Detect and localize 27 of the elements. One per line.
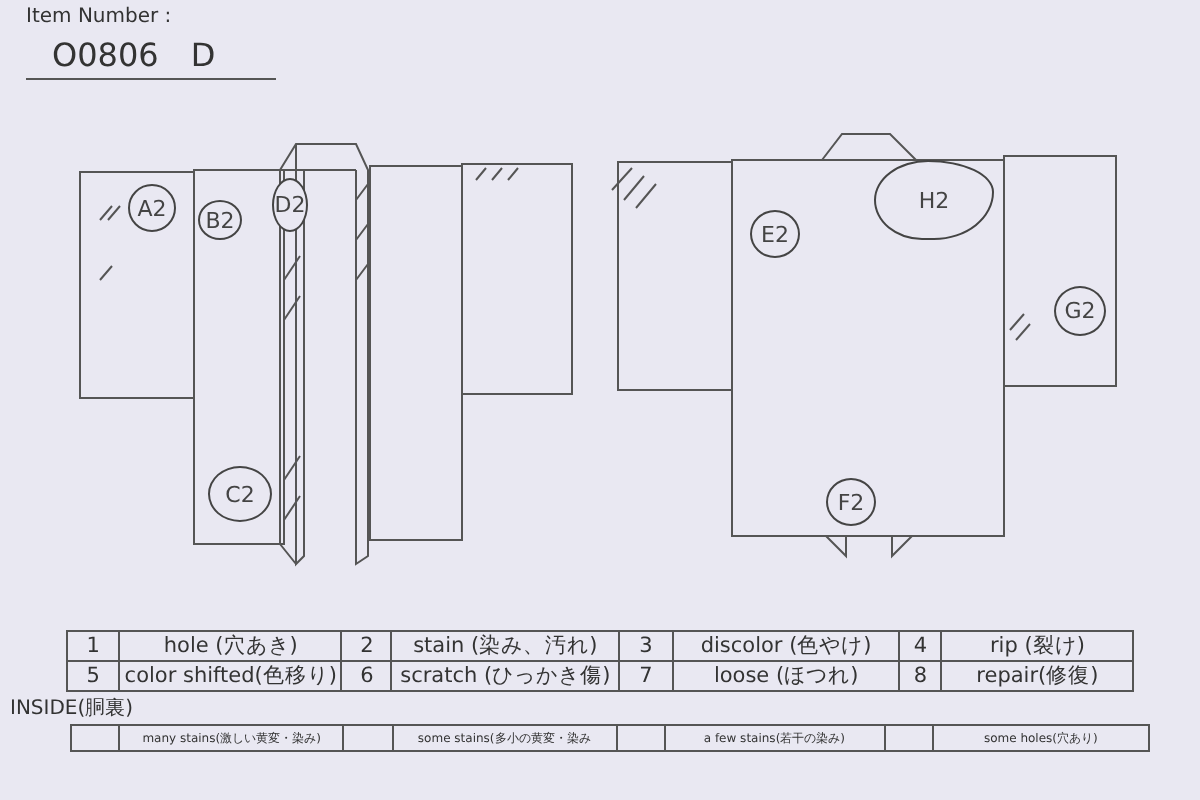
defect-name: scratch (ひっかき傷) [391, 661, 619, 691]
defect-number: 1 [67, 631, 120, 661]
defect-number: 2 [341, 631, 392, 661]
circled-mark: G2 [1054, 286, 1106, 336]
defect-name: hole (穴あき) [119, 631, 342, 661]
defect-name: color shifted(色移り) [119, 661, 342, 691]
defect-number: 8 [899, 661, 942, 691]
defect-number: 3 [618, 631, 673, 661]
field-label: Item Number : [26, 6, 172, 28]
circled-mark: A2 [128, 184, 176, 232]
defect-name: stain (染み、汚れ) [391, 631, 619, 661]
defect-number: 7 [618, 661, 673, 691]
circled-mark: F2 [826, 478, 876, 526]
defect-name: rip (裂け) [941, 631, 1133, 661]
circled-mark: B2 [198, 200, 242, 240]
defect-number: 5 [67, 661, 120, 691]
defect-name: repair(修復) [941, 661, 1133, 691]
circled-mark: H2 [874, 160, 994, 240]
circled-mark: C2 [208, 466, 272, 522]
circled-mark: E2 [750, 210, 800, 258]
item-number: O0806 D [26, 36, 276, 80]
defect-name: loose (ほつれ) [672, 661, 900, 691]
defect-name: discolor (色やけ) [672, 631, 900, 661]
circled-mark: D2 [272, 178, 308, 232]
defect-number: 6 [341, 661, 392, 691]
defect-number: 4 [899, 631, 942, 661]
section-heading: INSIDE(胴裏) [10, 695, 134, 722]
